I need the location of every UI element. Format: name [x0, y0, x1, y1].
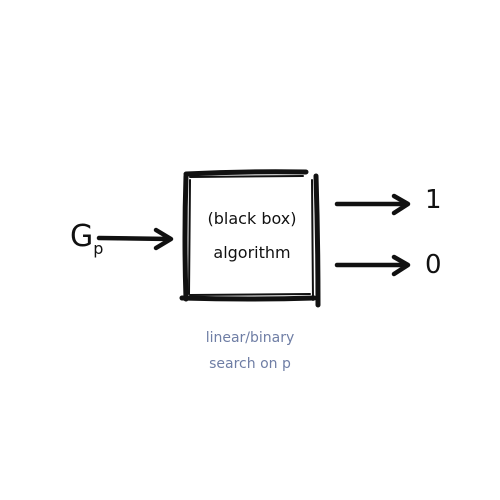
input-arrow: [96, 227, 174, 251]
output-arrow-0: [334, 254, 411, 277]
search-note-line-1: linear/binary: [205, 330, 295, 346]
input-graph-label: Gp: [70, 219, 103, 258]
input-subscript: p: [93, 239, 103, 258]
black-box: [179, 169, 321, 308]
box-label-line-2: algorithm: [213, 243, 291, 262]
output-arrow-1: [334, 193, 411, 216]
output-0-label: 0: [425, 250, 442, 280]
search-note-line-2: search on p: [209, 356, 291, 372]
input-symbol: G: [70, 219, 93, 254]
output-1-label: 1: [425, 185, 442, 215]
box-label-line-1: (black box): [207, 209, 297, 228]
